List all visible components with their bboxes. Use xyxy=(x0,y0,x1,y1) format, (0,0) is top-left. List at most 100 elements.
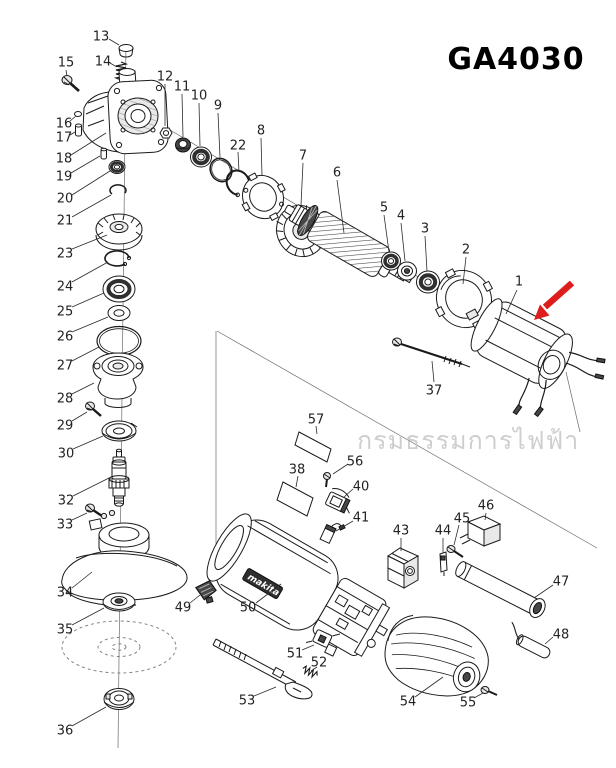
leader-line-25 xyxy=(71,292,105,308)
name-plate-38-drawing xyxy=(276,481,314,517)
leader-line-15 xyxy=(65,69,68,77)
nut-11-drawing xyxy=(175,137,191,153)
leader-line-13 xyxy=(108,38,120,46)
field-coil-1-drawing xyxy=(470,298,606,418)
leader-line-29 xyxy=(71,411,88,422)
part-label-35: 35 xyxy=(57,623,74,638)
o-ring-27-drawing xyxy=(96,325,142,357)
leader-line-45 xyxy=(453,524,460,546)
leader-line-19 xyxy=(70,155,101,174)
leader-line-16 xyxy=(69,115,77,122)
bearing-retainer-8-drawing xyxy=(241,172,286,222)
screw-29-drawing xyxy=(85,401,102,417)
part-label-36: 36 xyxy=(57,724,74,739)
part-label-18: 18 xyxy=(56,152,73,167)
part-label-2: 2 xyxy=(462,243,470,258)
part-label-50: 50 xyxy=(240,601,257,616)
leader-line-38 xyxy=(295,475,299,488)
part-label-49: 49 xyxy=(175,601,192,616)
part-label-33: 33 xyxy=(57,518,74,533)
part-label-1: 1 xyxy=(515,275,523,290)
leader-line-18 xyxy=(70,132,107,156)
cap-13-drawing xyxy=(118,44,134,58)
part-label-20: 20 xyxy=(57,192,74,207)
ring-16-drawing xyxy=(74,111,82,117)
part-44-drawing xyxy=(439,551,448,576)
part-label-5: 5 xyxy=(380,201,388,216)
part-label-54: 54 xyxy=(400,695,417,710)
carbon-brush-41-drawing xyxy=(319,523,346,545)
part-label-41: 41 xyxy=(353,511,370,526)
screw-15-drawing xyxy=(61,75,80,92)
part-label-24: 24 xyxy=(57,280,74,295)
gear-housing-18-drawing xyxy=(82,68,169,155)
leader-line-17 xyxy=(69,131,76,136)
lock-nut-36-drawing xyxy=(103,688,135,710)
screw-55-drawing xyxy=(480,686,498,696)
part-label-56: 56 xyxy=(347,455,364,470)
part-label-30: 30 xyxy=(58,447,75,462)
part-label-10: 10 xyxy=(191,89,208,104)
spindle-32-drawing xyxy=(108,448,130,507)
part-label-25: 25 xyxy=(57,305,74,320)
part-label-16: 16 xyxy=(56,117,73,132)
part-label-27: 27 xyxy=(57,359,74,374)
pin-19-drawing xyxy=(100,147,108,160)
leader-line-22 xyxy=(237,151,240,173)
part-label-47: 47 xyxy=(553,575,570,590)
leader-line-33 xyxy=(71,512,88,521)
circlip-24-drawing xyxy=(104,250,132,267)
screw-45-drawing xyxy=(446,545,464,558)
bearing-25-drawing xyxy=(102,275,136,303)
leader-line-11 xyxy=(181,93,184,138)
bearing-4-drawing xyxy=(397,261,417,281)
leader-line-10 xyxy=(198,102,201,147)
part-label-8: 8 xyxy=(257,124,265,139)
leader-line-46 xyxy=(484,512,487,521)
washer-26-drawing xyxy=(107,305,131,321)
part-label-52: 52 xyxy=(311,656,328,671)
part-label-53: 53 xyxy=(239,694,256,709)
leader-line-56 xyxy=(332,463,349,475)
leader-line-23 xyxy=(71,234,108,250)
leader-line-50 xyxy=(255,583,282,604)
leader-line-6 xyxy=(336,179,345,234)
red-arrow-shaft xyxy=(542,280,575,310)
leader-line-54 xyxy=(414,676,444,698)
leader-line-24 xyxy=(71,261,109,283)
part-label-4: 4 xyxy=(397,209,405,224)
leader-line-4 xyxy=(400,222,406,262)
circlip-21-drawing xyxy=(109,184,127,195)
watermark-text: กรมธรรมการไฟฟ้า xyxy=(357,426,579,455)
part-label-13: 13 xyxy=(93,30,110,45)
switch-43-drawing xyxy=(387,547,420,589)
leader-line-35 xyxy=(71,607,105,626)
part-number-labels: 1234567891011121314151617181920212223242… xyxy=(56,30,570,739)
part-label-37: 37 xyxy=(426,384,443,399)
part-label-38: 38 xyxy=(289,463,306,478)
part-label-28: 28 xyxy=(57,392,74,407)
leader-line-53 xyxy=(253,686,277,697)
red-arrow-head xyxy=(534,304,550,320)
switch-part-51-drawing xyxy=(306,629,341,657)
spring-52-drawing xyxy=(302,664,318,679)
screw-33-drawing xyxy=(85,503,103,517)
baffle-plate-2-drawing xyxy=(434,268,494,330)
part-label-3: 3 xyxy=(421,222,429,237)
bearing-3-drawing xyxy=(416,270,440,294)
part-label-6: 6 xyxy=(333,166,341,181)
leader-line-47 xyxy=(533,584,554,599)
leader-line-28 xyxy=(71,382,95,395)
bearing-20-drawing xyxy=(108,160,126,174)
part-label-55: 55 xyxy=(460,696,477,711)
leader-line-7 xyxy=(300,162,304,206)
leader-line-48 xyxy=(544,636,554,645)
leader-line-21 xyxy=(71,194,112,218)
label-plate-57-drawing xyxy=(294,431,332,463)
brush-holder-40-drawing xyxy=(325,488,351,514)
leader-line-37 xyxy=(431,360,435,383)
part-label-17: 17 xyxy=(56,131,73,146)
part-label-21: 21 xyxy=(57,214,74,229)
leader-line-27 xyxy=(71,346,100,362)
